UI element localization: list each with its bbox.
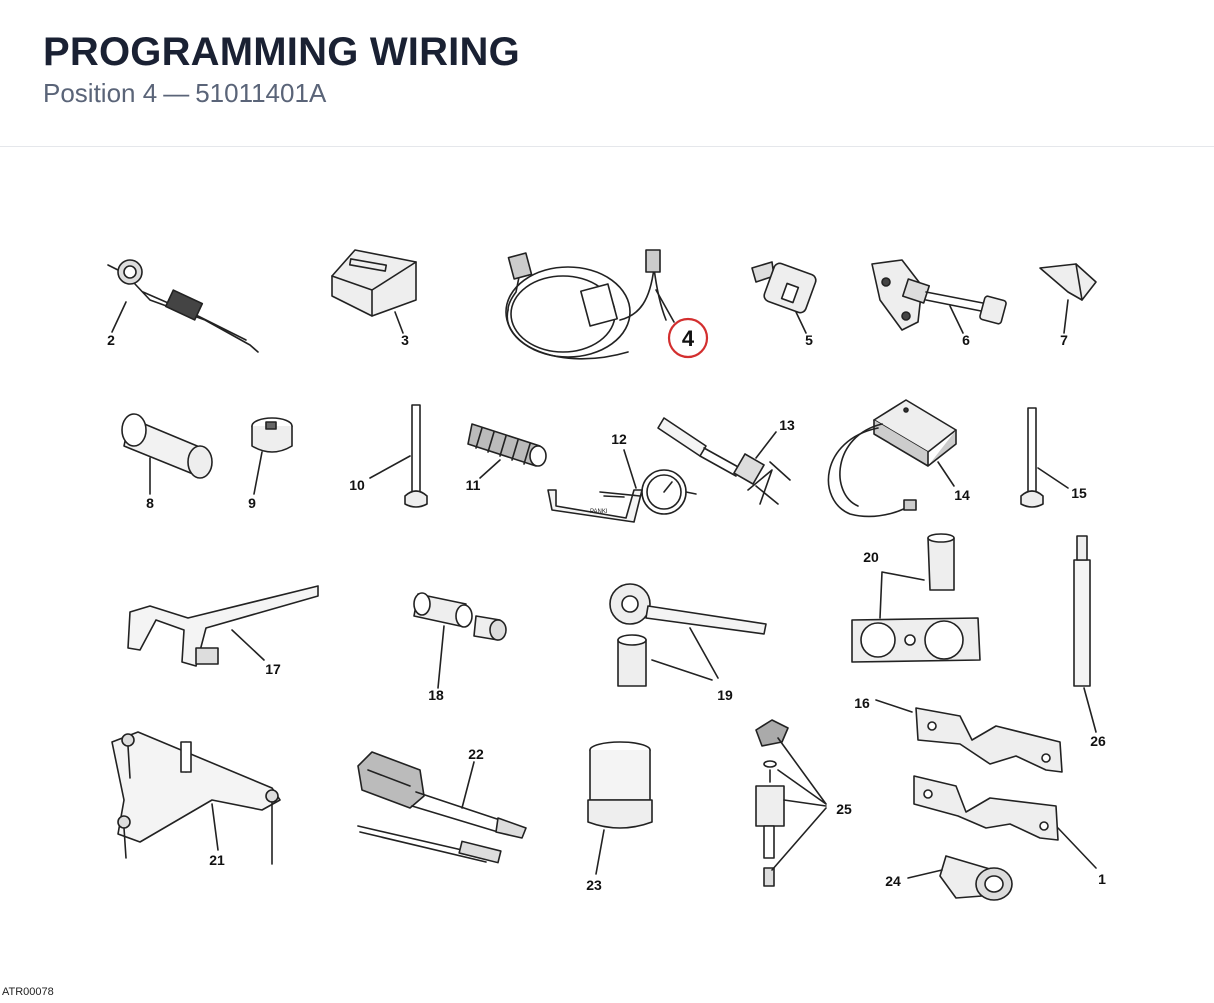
callout-7: 7 — [1060, 332, 1068, 348]
tool-9-socket — [251, 417, 293, 453]
leader-13 — [755, 431, 777, 459]
tool-24-socket — [939, 855, 1013, 901]
tool-6-puller — [871, 259, 1007, 331]
callout-16: 16 — [854, 695, 870, 711]
callout-10: 10 — [349, 477, 365, 493]
leader-22 — [461, 761, 475, 809]
callout-3: 3 — [401, 332, 409, 348]
leader-5 — [795, 311, 807, 334]
tool-3-block — [331, 249, 417, 317]
page-header: PROGRAMMING WIRING Position 4—51011401A — [0, 0, 1214, 147]
leader-25 — [771, 737, 827, 871]
tool-13-t-handle — [657, 417, 791, 505]
leader-1 — [1057, 827, 1097, 869]
callout-11: 11 — [466, 477, 481, 493]
tool-10-valve — [404, 404, 428, 508]
figure-code: ATR00078 — [2, 986, 54, 998]
callout-26: 26 — [1090, 733, 1106, 749]
leader-15 — [1037, 467, 1069, 489]
leader-6 — [949, 305, 964, 334]
leader-10 — [369, 455, 411, 479]
subtitle-separator: — — [163, 78, 190, 108]
tool-20-fixture — [851, 533, 981, 663]
callout-21: 21 — [209, 852, 225, 868]
callout-24: 24 — [885, 873, 901, 889]
callout-13: 13 — [779, 417, 795, 433]
callout-1: 1 — [1098, 871, 1106, 887]
callout-2: 2 — [107, 332, 115, 348]
leader-24 — [907, 869, 943, 879]
tool-26-rod — [1073, 535, 1091, 687]
leader-14 — [937, 461, 955, 487]
tool-7-cone — [1039, 263, 1097, 301]
leader-20 — [879, 571, 925, 619]
tool-21-plate — [111, 731, 281, 865]
callout-19: 19 — [717, 687, 733, 703]
leader-26 — [1083, 687, 1097, 733]
callout-4-highlight-ring — [667, 317, 709, 359]
position-label: Position 4 — [43, 78, 158, 108]
leader-7 — [1063, 299, 1069, 334]
callout-17: 17 — [265, 661, 281, 677]
tool-2-dial-gauge — [107, 259, 259, 353]
tool-23-cylinder — [587, 741, 653, 829]
callout-15: 15 — [1071, 485, 1087, 501]
leader-16 — [875, 699, 913, 713]
tool-11-knurled — [467, 423, 547, 467]
callout-20: 20 — [863, 549, 879, 565]
callout-14: 14 — [954, 487, 970, 503]
parts-diagram: 2 3 4 5 6 — [0, 148, 1214, 1003]
tool-5-socket — [751, 261, 817, 314]
parts-illustration: 2 3 4 5 6 — [107, 249, 1106, 901]
leader-3 — [394, 311, 404, 334]
callout-22: 22 — [468, 746, 484, 762]
callout-4: 4 — [682, 326, 695, 351]
leader-18 — [437, 625, 445, 689]
leader-11 — [479, 459, 501, 479]
callout-23: 23 — [586, 877, 602, 893]
leader-12 — [623, 449, 637, 489]
tool-12-caliper-gauge: PANKI — [547, 469, 697, 523]
callout-8: 8 — [146, 495, 154, 511]
tool-1-bracket — [913, 775, 1059, 841]
callout-12: 12 — [611, 431, 627, 447]
leader-2 — [111, 301, 127, 333]
callout-25: 25 — [836, 801, 852, 817]
tool-16-bracket — [915, 707, 1063, 773]
callout-18: 18 — [428, 687, 444, 703]
part-number: 51011401A — [195, 78, 327, 108]
gauge-brand-label: PANKI — [590, 509, 608, 515]
leader-19 — [651, 627, 719, 681]
page-title: PROGRAMMING WIRING — [43, 30, 520, 74]
leader-9 — [253, 451, 263, 495]
callout-6: 6 — [962, 332, 970, 348]
tool-4-programming-wiring — [505, 249, 667, 360]
page-subtitle: Position 4—51011401A — [43, 78, 326, 109]
leader-21 — [211, 803, 219, 851]
callout-9: 9 — [248, 495, 256, 511]
tool-18-sockets — [413, 592, 507, 641]
tool-15-valve — [1020, 407, 1044, 508]
leader-23 — [595, 829, 605, 875]
leader-17 — [231, 629, 265, 661]
tool-19-pin-spanner — [609, 583, 767, 687]
tool-14-box-cable — [827, 399, 957, 518]
tool-22-torque-wrench — [357, 751, 527, 864]
tool-8-cylinder — [121, 413, 213, 479]
callout-5: 5 — [805, 332, 813, 348]
tool-17-wrench — [127, 585, 319, 667]
leader-4 — [655, 289, 675, 323]
